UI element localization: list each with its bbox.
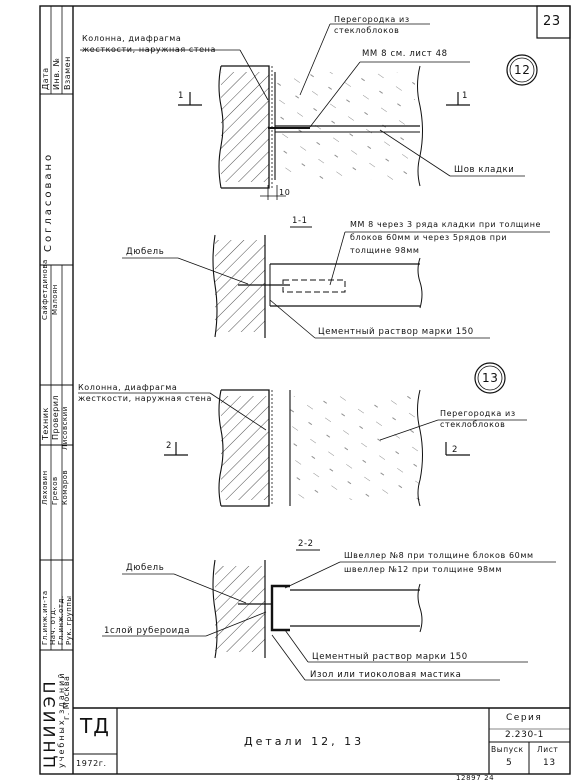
s11-label-mm: ММ 8 через 3 ряда кладки при толщине бло… xyxy=(350,220,542,255)
stamp-proveril: Проверил xyxy=(51,394,60,440)
d12-section-left: 1 xyxy=(178,91,185,101)
stamp-vzamen: Взамен xyxy=(63,56,72,90)
d13-label-column: Колонна, диафрагма жесткости, наружная с… xyxy=(78,383,213,403)
s22-label-shveller1: Швеллер №8 при толщине блоков 60мм xyxy=(344,551,534,560)
vypusk-label: Выпуск xyxy=(491,745,524,754)
stamp-signer-2: Малоян xyxy=(51,284,59,315)
s22-title: 2-2 xyxy=(298,539,314,549)
detail-13-plan xyxy=(78,362,527,507)
d13-section-right: 2 xyxy=(452,445,459,455)
stamp-role-3: Гл.инж.отд. xyxy=(57,595,65,645)
stamp-inv-no: Инв. № xyxy=(52,57,61,90)
s22-label-dyubel: Дюбель xyxy=(126,563,165,573)
s11-label-dyubel: Дюбель xyxy=(126,247,165,257)
stamp-name-2: Греков xyxy=(51,476,59,505)
list-label: Лист xyxy=(537,745,559,754)
institute-city: г. Москва xyxy=(62,675,71,720)
sheet-title: Детали 12, 13 xyxy=(244,735,365,748)
s11-title: 1-1 xyxy=(292,216,308,226)
s22-label-mastika: Изол или тиоколовая мастика xyxy=(310,670,462,680)
stamp-soglasovano: Согласовано xyxy=(43,151,54,252)
sheet-year: 1972г. xyxy=(76,759,107,768)
d13-label-partition: Перегородка из стеклоблоков xyxy=(440,409,516,429)
stamp-tekhnik: Техник xyxy=(41,407,50,440)
d12-section-right: 1 xyxy=(462,91,469,101)
seria-label: Серия xyxy=(506,713,543,723)
seria-value: 2.230-1 xyxy=(505,730,544,740)
stamp-data: Дата xyxy=(41,67,50,90)
detail-12-plan xyxy=(80,23,538,200)
stamp-name-3: Комаров xyxy=(61,469,69,505)
stamp-role-1: Гл.инж.ин-та xyxy=(41,590,49,645)
d12-label-mm: ММ 8 см. лист 48 xyxy=(362,49,448,59)
d13-section-left: 2 xyxy=(166,441,173,451)
d12-circle-label: 12 xyxy=(514,63,531,77)
stamp-name-4: Лисовский xyxy=(61,406,69,450)
vypusk-value: 5 xyxy=(506,758,513,768)
s22-label-rastvor: Цементный раствор марки 150 xyxy=(312,652,468,662)
stamp-name-1: Ляховин xyxy=(41,470,49,505)
s11-label-rastvor: Цементный раствор марки 150 xyxy=(318,327,474,337)
stamp-role-2: Нач. отд. xyxy=(49,606,57,645)
page-number: 23 xyxy=(543,14,561,29)
d13-circle-label: 13 xyxy=(482,371,499,385)
d12-label-column: Колонна, диафрагма жесткости, наружная с… xyxy=(82,34,217,54)
stamp-signer-1: Сайфетдинова xyxy=(41,259,49,320)
d12-label-partition: Перегородка из стеклоблоков xyxy=(334,15,410,35)
section-1-1 xyxy=(122,226,550,339)
section-2-2 xyxy=(102,549,556,681)
s22-label-shveller2: швеллер №12 при толщине 98мм xyxy=(344,565,502,574)
s22-label-ruberoid: 1слой рубероида xyxy=(104,626,191,636)
institute-name: ЦНИИЭП xyxy=(40,678,59,768)
d12-label-shov: Шов кладки xyxy=(454,165,515,175)
td-mark: ТД xyxy=(80,714,110,738)
stamp-role-4: Рук. группы xyxy=(65,595,73,646)
d12-dim-10: 10 xyxy=(279,188,291,197)
list-value: 13 xyxy=(543,758,556,768)
sheet-frame xyxy=(39,5,571,775)
footer-numbers: 12897 24 xyxy=(456,774,495,782)
